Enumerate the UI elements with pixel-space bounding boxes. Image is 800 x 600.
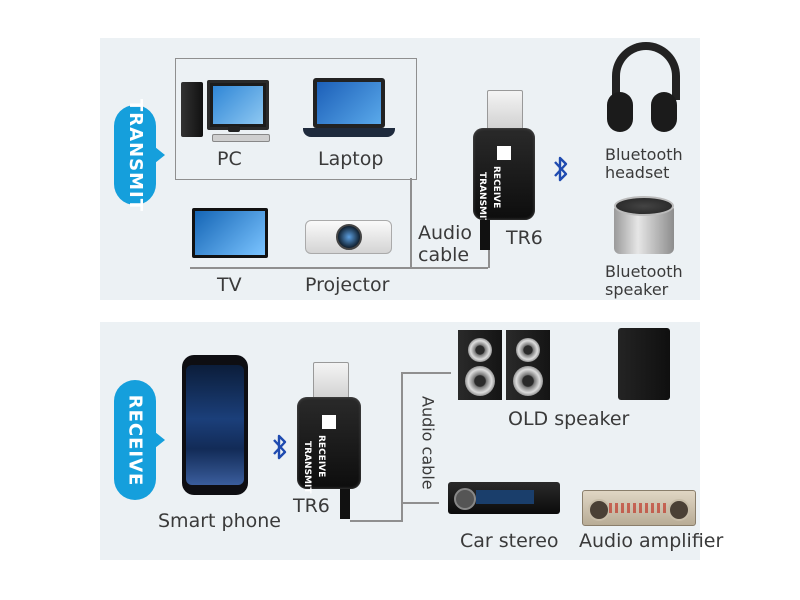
- source-group-frame: [175, 58, 417, 180]
- car-stereo-label: Car stereo: [460, 530, 559, 552]
- bluetooth-icon: [273, 434, 287, 460]
- amplifier-image: [582, 490, 696, 526]
- transmit-tab: TRANSMIT: [114, 99, 165, 212]
- car-stereo-image: [448, 482, 560, 514]
- speaker-label-line2: speaker: [605, 280, 669, 299]
- projector-label: Projector: [305, 274, 390, 296]
- smart-phone-image: [182, 355, 248, 495]
- tv-label: TV: [217, 274, 242, 296]
- audio-cable-label-vertical: Audio cable: [418, 395, 438, 490]
- bluetooth-speaker-image: [614, 196, 674, 254]
- speaker-branch-line: [401, 372, 451, 374]
- audio-cable-label-line1: Audio: [418, 222, 473, 244]
- bluetooth-icon: [554, 156, 568, 182]
- amplifier-label: Audio amplifier: [579, 530, 724, 552]
- headset-label-line2: headset: [605, 163, 670, 182]
- speaker-label-line1: Bluetooth: [605, 262, 683, 281]
- tr6-label-transmit: TR6: [506, 227, 543, 249]
- headset-label-line1: Bluetooth: [605, 145, 683, 164]
- audio-cable-line-vertical: [401, 372, 403, 522]
- car-branch-line: [401, 502, 439, 504]
- audio-cable-label-line2: cable: [418, 244, 470, 266]
- pa-speaker-image: [618, 328, 670, 400]
- source-connector-line: [190, 267, 410, 269]
- projector-image: [305, 220, 392, 254]
- pc-label: PC: [217, 148, 242, 170]
- smart-phone-label: Smart phone: [158, 510, 281, 532]
- source-connector-line-vertical: [410, 178, 412, 268]
- tr6-label-receive: TR6: [293, 495, 330, 517]
- audio-cable-line-up: [488, 248, 490, 268]
- old-speaker-label: OLD speaker: [508, 408, 630, 430]
- receive-tab: RECEIVE: [114, 380, 165, 500]
- tv-image: [192, 208, 268, 258]
- laptop-label: Laptop: [318, 148, 384, 170]
- audio-cable-line: [410, 267, 488, 269]
- audio-cable-line: [350, 520, 402, 522]
